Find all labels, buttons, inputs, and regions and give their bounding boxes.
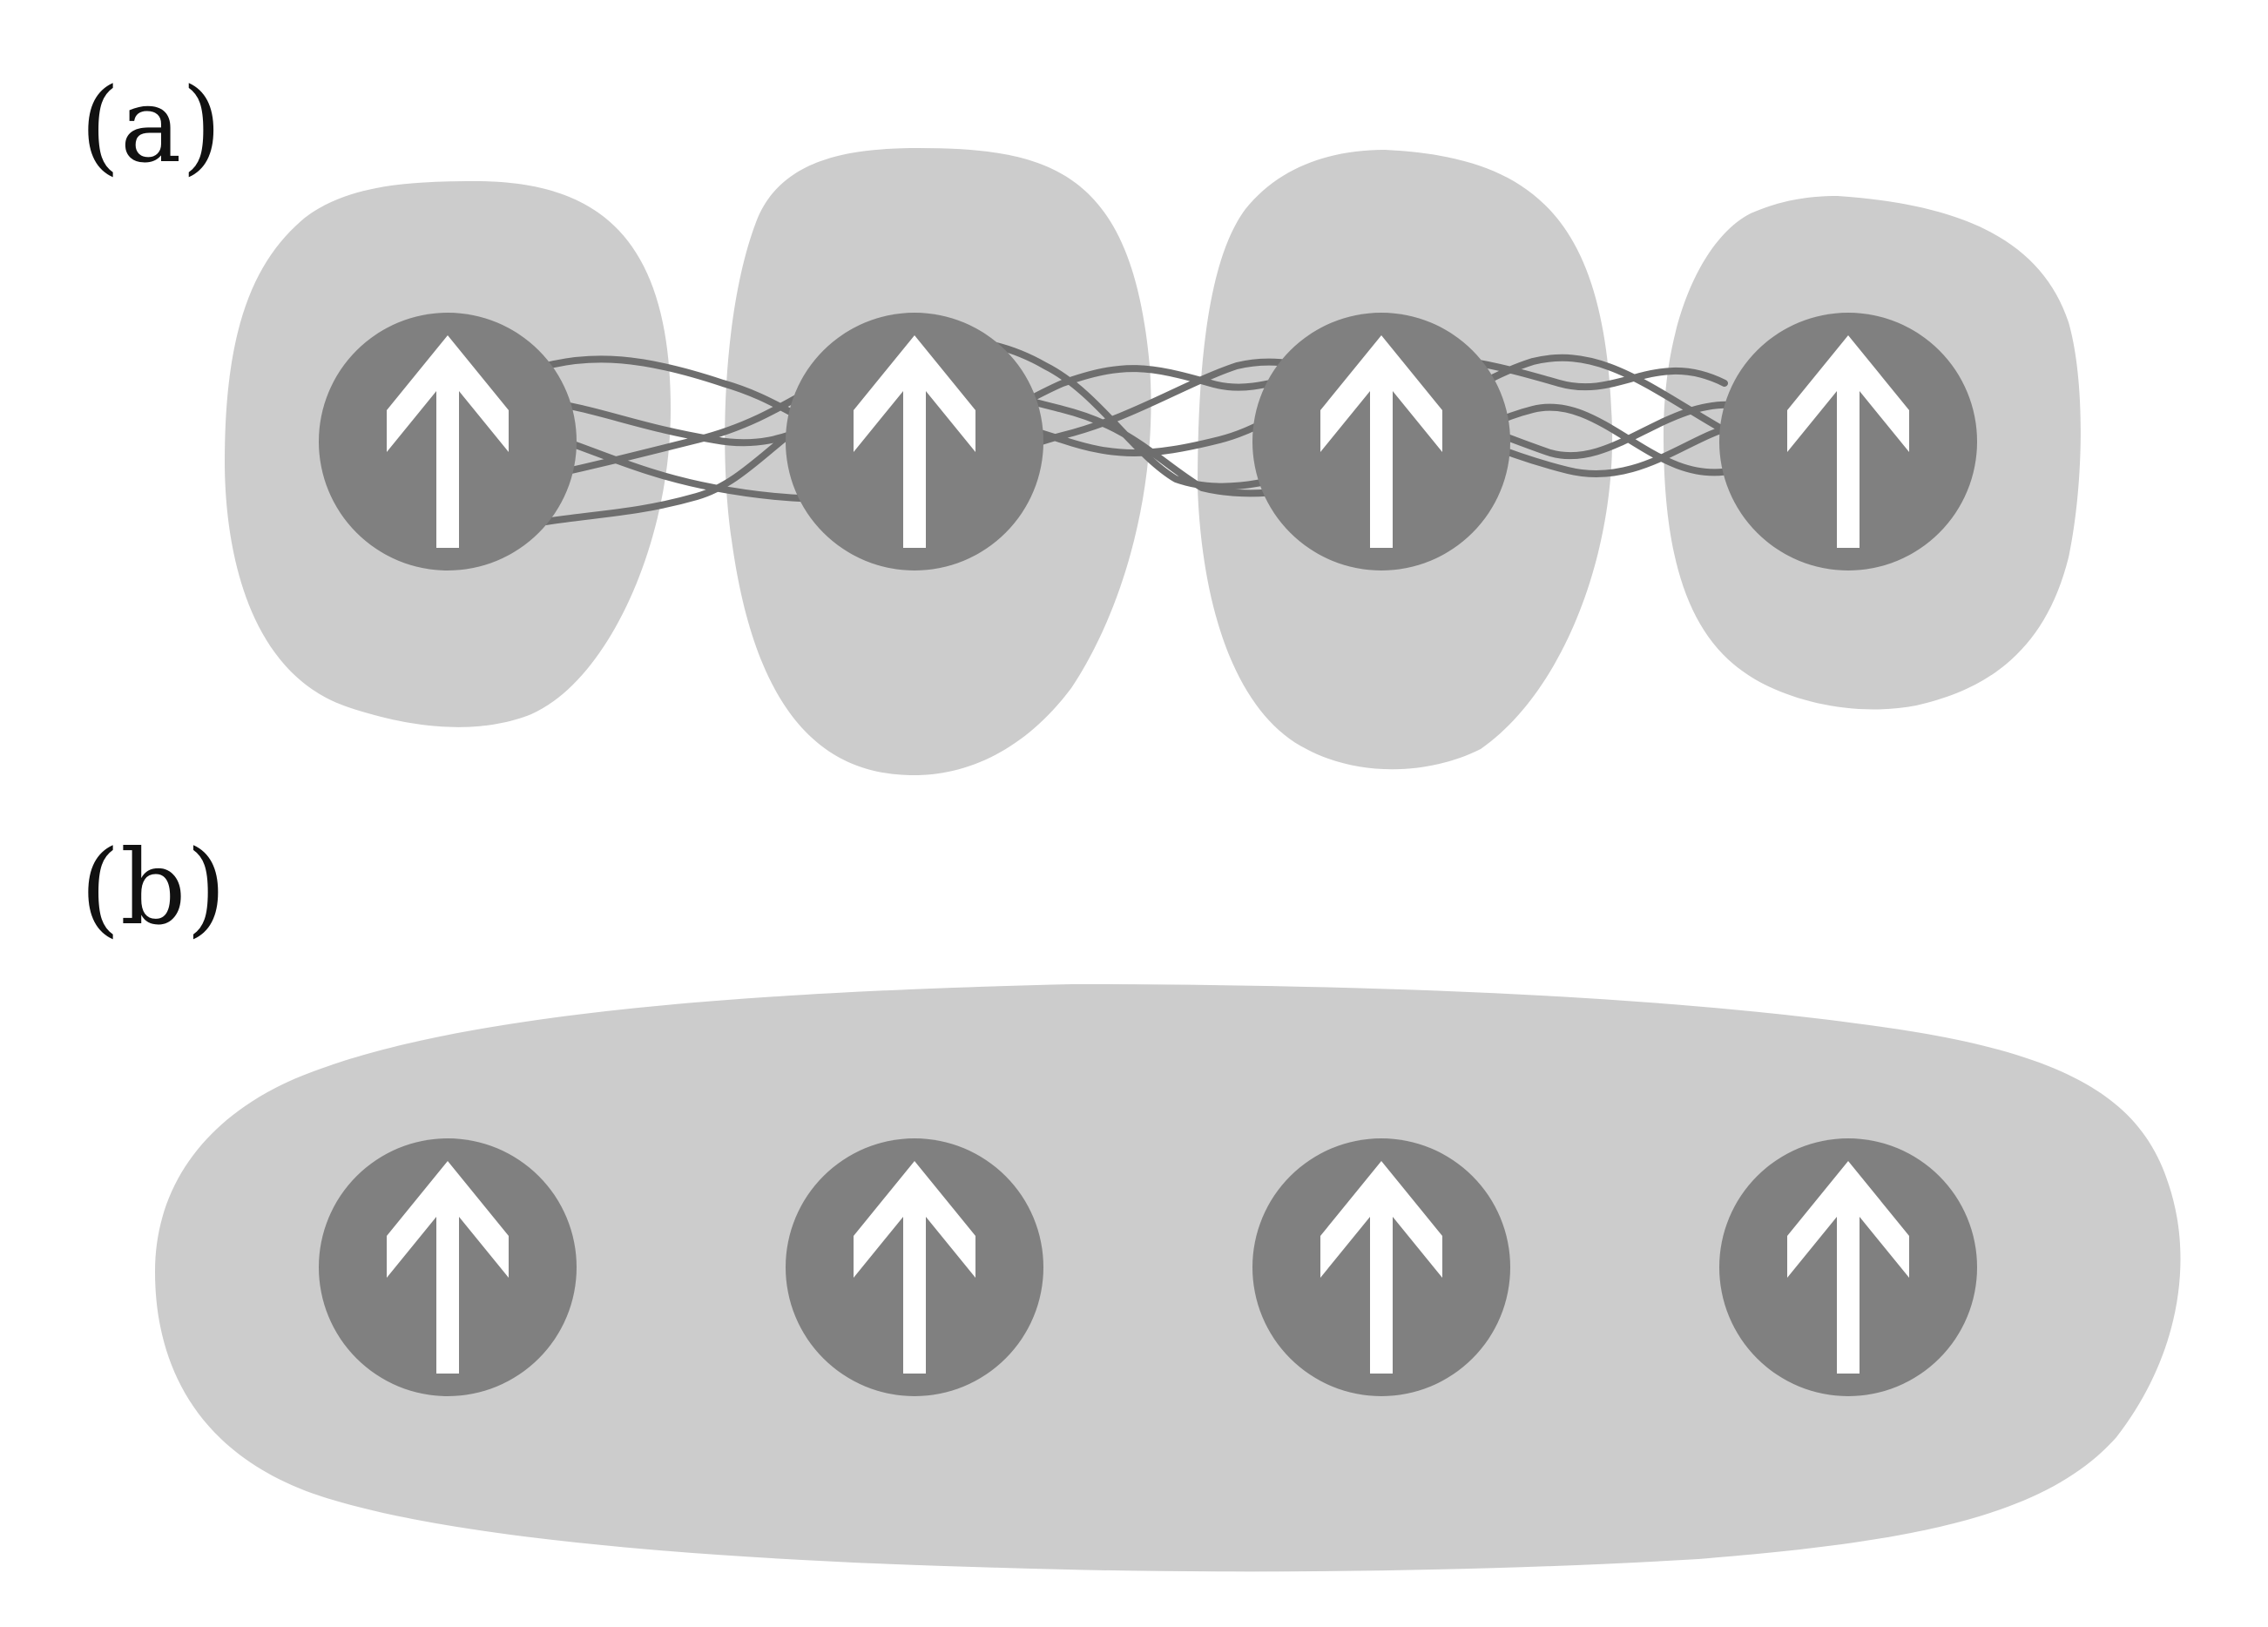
atom-a3 bbox=[1252, 313, 1510, 570]
panel-label-b: (b) bbox=[80, 827, 226, 948]
bond-strand-2 bbox=[537, 396, 1737, 460]
bond-strand-4 bbox=[537, 381, 1737, 526]
atom-b3 bbox=[1252, 1138, 1510, 1396]
atoms-a bbox=[319, 313, 1977, 570]
atom-a2 bbox=[786, 313, 1043, 570]
delocalized-cloud bbox=[155, 984, 2181, 1572]
atoms-b bbox=[319, 1138, 1977, 1396]
bond-strands bbox=[537, 336, 1737, 526]
atom-a4 bbox=[1719, 313, 1977, 570]
atom-b1 bbox=[319, 1138, 577, 1396]
atom-b2 bbox=[786, 1138, 1043, 1396]
panel-label-a: (a) bbox=[80, 65, 221, 186]
panel-b: (b) bbox=[80, 827, 2181, 1572]
bond-strand-5 bbox=[545, 358, 1737, 503]
bond-strand-1 bbox=[537, 353, 1728, 451]
atom-b4 bbox=[1719, 1138, 1977, 1396]
atom-a1 bbox=[319, 313, 577, 570]
panel-a: (a) bbox=[80, 65, 2081, 775]
